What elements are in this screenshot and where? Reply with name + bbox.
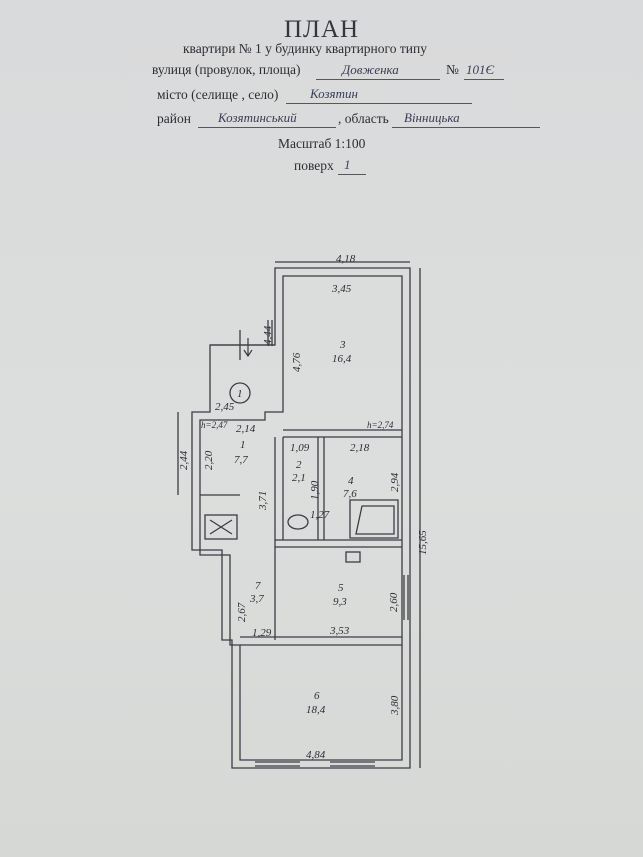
dim-top-width: 4,18: [336, 253, 356, 265]
street-value: Довженка: [342, 62, 399, 77]
street-label: вулиця (провулок, площа): [152, 62, 301, 77]
room-3-number: 3: [339, 339, 346, 351]
room-5-number: 5: [338, 582, 344, 594]
dim-room3-width: 3,45: [331, 283, 352, 295]
dim-wc: 1,27: [310, 509, 330, 521]
dim-room6-height: 3,80: [389, 695, 401, 716]
room-5-area: 9,3: [333, 596, 347, 608]
district-label: район: [157, 111, 191, 126]
city-label: місто (селище , село): [157, 87, 279, 102]
room-6-area: 18,4: [306, 704, 326, 716]
inner-wall-line: [199, 275, 403, 761]
window-room5: [403, 575, 409, 620]
room-7-area: 3,7: [249, 593, 264, 605]
city-value: Козятин: [310, 86, 358, 101]
bathtub-fixture: [349, 499, 399, 539]
toilet-fixture: [287, 514, 309, 530]
outer-wall-line: [191, 267, 411, 769]
dim-height-2: h=2,74: [367, 420, 394, 430]
room-2-number: 2: [296, 459, 302, 471]
dim-left-height: 2,44: [178, 450, 190, 470]
room-1-number: 1: [240, 439, 246, 451]
dim-room1-height: 2,20: [203, 450, 215, 470]
document-title: ПЛАН: [283, 16, 360, 43]
room-1-area: 7,7: [234, 454, 248, 466]
dim-room1-width: 2,14: [236, 423, 256, 435]
floor-value: 1: [344, 157, 351, 172]
window-room3: [267, 320, 273, 346]
room-3-area: 16,4: [332, 353, 352, 365]
floor-underline: [338, 174, 366, 175]
dim-corridor: 3,71: [257, 491, 269, 511]
region-underline: [392, 127, 540, 128]
header-line-apartment: квартири № 1 у будинку квартирного типу: [183, 41, 427, 56]
wall-corridor: [274, 437, 284, 640]
dim-room4-width: 2,18: [350, 442, 370, 454]
dim-room7-width: 1,29: [252, 627, 272, 639]
dim-room7-height: 2,67: [236, 602, 248, 622]
dim-room5-width: 3,53: [329, 625, 350, 637]
scale-text: Масштаб 1:100: [278, 136, 366, 151]
dim-porch: 4,44: [262, 325, 274, 345]
dim-room2-height: 1,90: [309, 480, 321, 500]
room-4-number: 4: [348, 475, 354, 487]
window-room6: [255, 761, 375, 767]
wall-room3-bottom: [283, 429, 402, 438]
entry-arrow-icon: [243, 338, 253, 358]
region-value: Вінницька: [404, 110, 460, 125]
room-4-area: 7,6: [343, 488, 357, 500]
porch-lines: [210, 330, 275, 360]
dim-room6-width: 4,84: [306, 749, 326, 761]
dim-room2-width: 1,09: [290, 442, 310, 454]
number-value: 101Є: [466, 62, 495, 77]
dim-entry-width: 2,45: [215, 401, 235, 413]
room-2-area: 2,1: [292, 472, 306, 484]
dim-room5-height: 2,60: [388, 592, 400, 612]
district-value: Козятинський: [218, 110, 297, 125]
entry-marker-circle: [229, 382, 251, 404]
sink-fixture: [345, 551, 361, 563]
dim-room4-height: 2,94: [389, 472, 401, 492]
entry-marker-number: 1: [237, 388, 243, 400]
dim-room3-height: 4,76: [291, 352, 303, 372]
dim-total: 15,65: [417, 530, 429, 555]
wall-room5-bottom: [240, 636, 402, 646]
street-underline: [316, 79, 440, 80]
floor-label: поверх: [294, 158, 334, 173]
wall-bath-bottom: [275, 539, 402, 548]
wall-room2-room4: [317, 437, 325, 540]
region-label: , область: [338, 111, 389, 126]
dim-height-1: h=2,47: [201, 420, 228, 430]
stove-fixture: [204, 514, 238, 540]
city-underline: [286, 103, 472, 104]
room-7-number: 7: [255, 580, 261, 592]
district-underline: [198, 127, 336, 128]
stove-cross: [209, 519, 233, 535]
number-underline: [464, 79, 504, 80]
room-6-number: 6: [314, 690, 320, 702]
number-label: №: [446, 62, 459, 77]
